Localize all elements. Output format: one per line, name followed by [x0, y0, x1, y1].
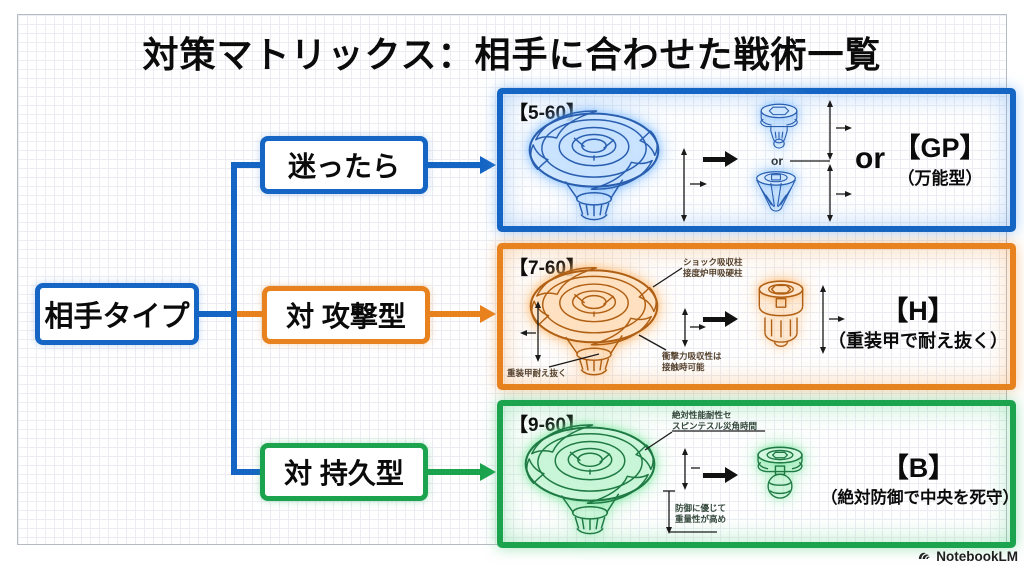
connector-branch1	[237, 162, 260, 168]
arrow3-head-icon	[480, 463, 496, 481]
node-vs-stamina: 対 持久型	[260, 443, 428, 501]
node-if-unsure: 迷ったら	[260, 136, 428, 194]
or-big-label: or	[855, 142, 885, 175]
arrow2-head-icon	[480, 305, 496, 323]
node-vs-attack: 対 攻撃型	[262, 286, 430, 344]
result-b-sub-label: （絶対防御で中央を死守）	[821, 489, 1019, 507]
arrow1-shaft	[428, 162, 481, 168]
notebooklm-label: NotebookLM	[936, 549, 1018, 564]
flow-arrow-icon	[703, 151, 738, 167]
panel-7-60: 【7-60】 ショック吸収柱 接度炉甲吸硬柱 重装甲耐え抜く 衝撃力吸収性は 接…	[497, 243, 1016, 390]
notebooklm-attribution: NotebookLM	[917, 549, 1018, 564]
annotation-shock-column: ショック吸収柱 接度炉甲吸硬柱	[683, 257, 743, 278]
result-gp-label: 【GP】	[893, 133, 987, 163]
annotation-impact-absorb: 衝撃力吸収性は 接触時可能	[662, 351, 722, 372]
node-vs-attack-label: 対 攻撃型	[286, 301, 406, 332]
flow-arrow-icon	[703, 311, 738, 327]
connector-spine	[231, 162, 237, 475]
connector-root	[199, 311, 234, 317]
arrow2-shaft	[430, 311, 481, 317]
beyblade-blueprint-icon	[513, 98, 675, 224]
graph-paper-background	[17, 14, 1007, 545]
beyblade-blueprint-icon	[509, 412, 671, 538]
notebooklm-logo-icon	[919, 552, 931, 559]
result-h-sub-label: （重装甲で耐え抜く）	[828, 331, 1008, 351]
result-h-label: 【H】	[881, 296, 955, 326]
result-b-label: 【B】	[881, 453, 956, 483]
connector-branch3	[237, 469, 260, 475]
node-if-unsure-label: 迷ったら	[287, 151, 400, 182]
result-gp: 【GP】 （万能型）	[875, 134, 1005, 189]
beyblade-blueprint-icon	[511, 255, 677, 379]
annotation-heavy-armor: 重装甲耐え抜く	[507, 368, 567, 378]
flow-arrow-icon	[703, 467, 738, 483]
panel-5-60: 【5-60】 or or 【GP】 （万能型）	[497, 88, 1016, 232]
node-opponent-type-label: 相手タイプ	[44, 301, 190, 333]
arrow3-shaft	[428, 469, 481, 475]
result-h: 【H】 （重装甲で耐え抜く）	[825, 297, 1011, 353]
annotation-weight: 防御に優じて 重量性が高め	[675, 503, 727, 524]
connector-branch2	[237, 311, 262, 317]
annotation-performance: 絶対性能耐性セ スピンテスル災角時間	[672, 410, 758, 431]
panel-9-60: 【9-60】 絶対性能耐性セ スピンテスル災角時間 防御に優じて 重量性が高め	[497, 400, 1019, 548]
driver-tip-cylinder-icon	[748, 277, 814, 359]
page-title: 対策マトリックス：相手に合わせた戦術一覧	[142, 34, 882, 75]
node-vs-stamina-label: 対 持久型	[284, 458, 404, 489]
driver-tip-b-icon	[750, 166, 802, 222]
arrow1-head-icon	[480, 156, 496, 174]
driver-tip-a-icon	[753, 96, 805, 160]
node-opponent-type: 相手タイプ	[35, 283, 199, 345]
result-b: 【B】 （絶対防御で中央を死守）	[821, 453, 1019, 508]
result-gp-sub-label: （万能型）	[897, 169, 983, 188]
driver-tip-ball-icon	[748, 442, 812, 512]
or-small-label: or	[771, 154, 783, 168]
